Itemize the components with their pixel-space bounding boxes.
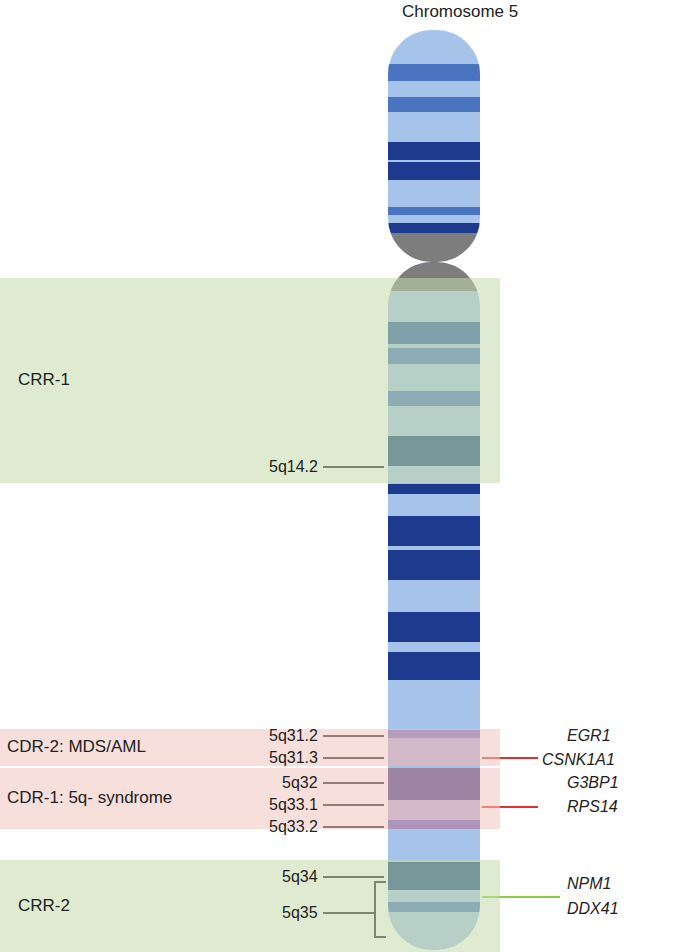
gene-name: G3BP1: [567, 773, 619, 792]
region-band: CDR-2: MDS/AML: [0, 729, 500, 766]
region-band: CDR-1: 5q- syndrome: [0, 768, 500, 829]
band-label: 5q31.3: [269, 748, 318, 767]
band-label: 5q33.2: [269, 817, 318, 836]
band-label: 5q35: [282, 903, 318, 922]
band-label: 5q31.2: [269, 726, 318, 745]
gene-name: RPS14: [567, 797, 618, 816]
gene-name: CSNK1A1: [542, 750, 615, 769]
band-label: 5q32: [282, 773, 318, 792]
gene-name: DDX41: [567, 899, 619, 918]
band-label: 5q33.1: [269, 795, 318, 814]
region-label: CRR-1: [18, 370, 70, 390]
region-label: CDR-2: MDS/AML: [7, 737, 146, 757]
band-label: 5q14.2: [269, 457, 318, 476]
gene-name: NPM1: [567, 874, 611, 893]
region-band: CRR-1: [0, 278, 500, 483]
region-label: CDR-1: 5q- syndrome: [7, 788, 172, 808]
region-band: CRR-2: [0, 860, 500, 952]
region-label: CRR-2: [18, 896, 70, 916]
chart-title: Chromosome 5: [402, 2, 518, 22]
band-label: 5q34: [282, 867, 318, 886]
gene-name: EGR1: [567, 726, 611, 745]
